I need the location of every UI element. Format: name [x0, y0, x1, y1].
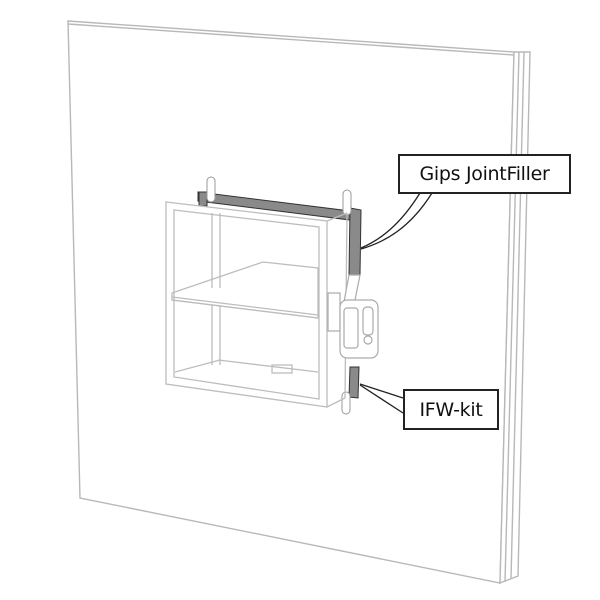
label-gips-jointfiller: Gips JointFiller	[398, 154, 571, 194]
actuator	[327, 274, 379, 359]
gips-jointfiller-strip	[197, 191, 362, 399]
mounting-tabs	[206, 176, 352, 415]
wall-panel	[67, 20, 531, 585]
fire-damper	[165, 201, 348, 408]
label-ifw-kit: IFW-kit	[403, 389, 499, 430]
callout-leaders	[359, 192, 433, 414]
